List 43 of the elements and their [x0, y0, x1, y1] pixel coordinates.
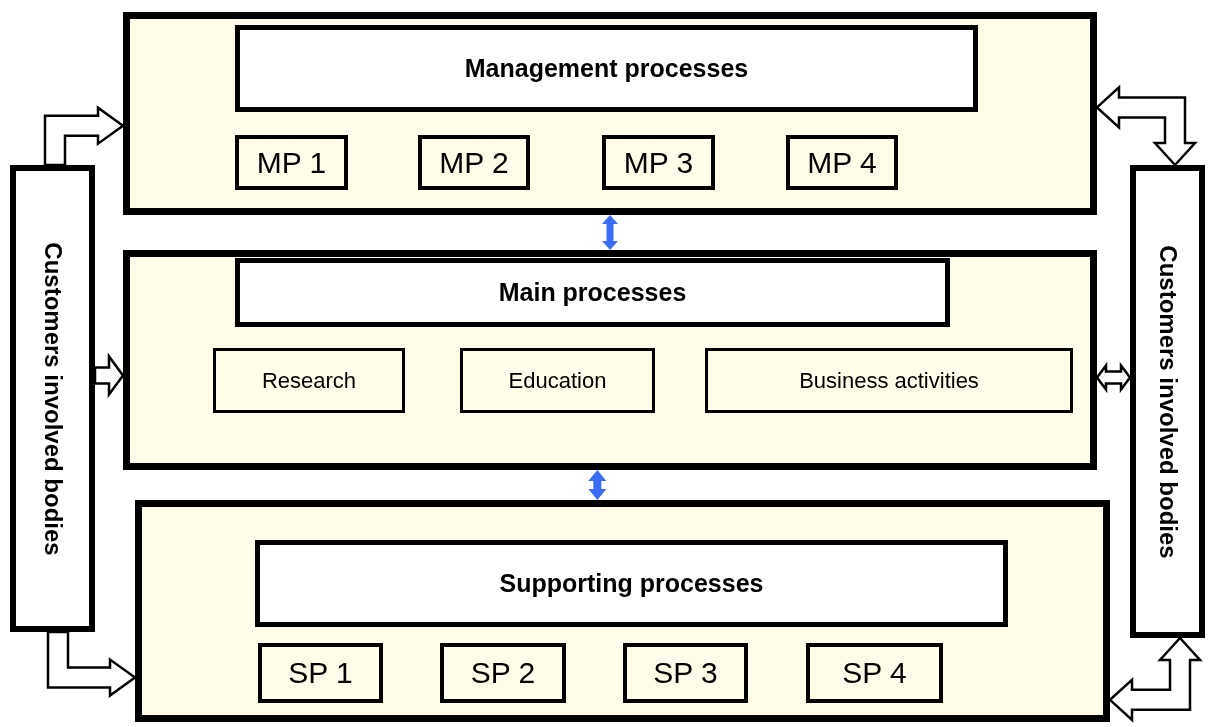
- block-arrow: [43, 105, 126, 167]
- process-box: [602, 135, 715, 190]
- process-box: [418, 135, 530, 190]
- block-arrow: [46, 630, 138, 699]
- process-box: [705, 348, 1073, 413]
- process-box: [258, 643, 383, 703]
- customer-bar: [1130, 165, 1205, 638]
- block-arrow: [1108, 636, 1203, 723]
- vertical-label: Customers involved bodies: [38, 241, 67, 556]
- process-panel: [123, 250, 1097, 470]
- process-box: [213, 348, 405, 413]
- group-heading: Main processes: [498, 278, 687, 307]
- block-arrow: [1095, 84, 1198, 167]
- double-arrow: [602, 215, 618, 250]
- process-box: [235, 135, 348, 190]
- process-label: MP 3: [623, 145, 694, 180]
- process-box: [440, 643, 566, 703]
- process-panel: [123, 12, 1097, 215]
- process-box: [623, 643, 748, 703]
- process-label: MP 2: [439, 145, 509, 180]
- header-box: [255, 540, 1008, 627]
- process-label: Education: [508, 367, 607, 394]
- process-panel: [135, 500, 1110, 722]
- header-box: [235, 25, 978, 112]
- process-box: [460, 348, 655, 413]
- header-box: [235, 258, 950, 327]
- double-arrow: [588, 470, 607, 500]
- process-label: SP 1: [288, 656, 353, 690]
- process-label: SP 4: [842, 656, 907, 690]
- process-label: SP 2: [470, 656, 536, 690]
- process-label: MP 1: [256, 145, 327, 180]
- process-label: MP 4: [807, 145, 877, 180]
- group-heading: Supporting processes: [499, 569, 764, 598]
- block-arrow: [1095, 361, 1132, 394]
- process-box: [806, 643, 943, 703]
- process-label: Business activities: [799, 367, 979, 394]
- process-label: Research: [261, 367, 357, 394]
- block-arrow: [93, 352, 125, 399]
- vertical-label: Customers involved bodies: [1153, 244, 1182, 559]
- process-box: [786, 135, 898, 190]
- group-heading: Management processes: [464, 54, 749, 83]
- customer-bar: [10, 165, 95, 632]
- process-label: SP 3: [653, 656, 718, 690]
